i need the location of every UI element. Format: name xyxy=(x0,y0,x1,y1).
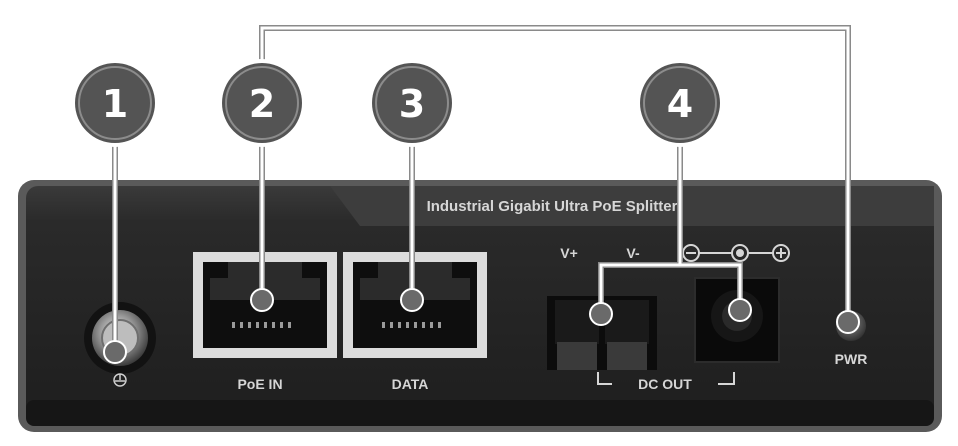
polarity-icon xyxy=(682,244,790,262)
endpoint-barrel xyxy=(728,298,752,322)
device-title: Industrial Gigabit Ultra PoE Splitter xyxy=(427,198,678,215)
callout-3-number: 3 xyxy=(399,82,425,126)
callout-4-number: 4 xyxy=(667,82,693,126)
endpoint-ground xyxy=(103,340,127,364)
data-port xyxy=(343,252,487,358)
dc-out-label: DC OUT xyxy=(638,376,692,392)
callout-1-number: 1 xyxy=(102,82,128,126)
callout-1: 1 xyxy=(71,59,159,147)
callout-3: 3 xyxy=(368,59,456,147)
dc-terminal-block xyxy=(547,296,657,370)
endpoint-data xyxy=(400,288,424,312)
v-plus-label: V+ xyxy=(560,245,578,261)
callout-4: 4 xyxy=(636,59,724,147)
leader-endpoints xyxy=(103,288,860,364)
endpoint-terminal xyxy=(589,302,613,326)
data-label: DATA xyxy=(392,376,429,392)
endpoint-poe-in xyxy=(250,288,274,312)
endpoint-pwr xyxy=(836,310,860,334)
callout-2: 2 xyxy=(218,59,306,147)
poe-in-label: PoE IN xyxy=(237,376,282,392)
ground-screw xyxy=(84,302,156,374)
v-minus-label: V- xyxy=(626,245,640,261)
leader-lines xyxy=(112,25,851,350)
pwr-label: PWR xyxy=(835,351,868,367)
callout-2-number: 2 xyxy=(249,82,275,126)
dc-out-bracket xyxy=(597,372,735,385)
ground-symbol-icon xyxy=(113,373,127,387)
